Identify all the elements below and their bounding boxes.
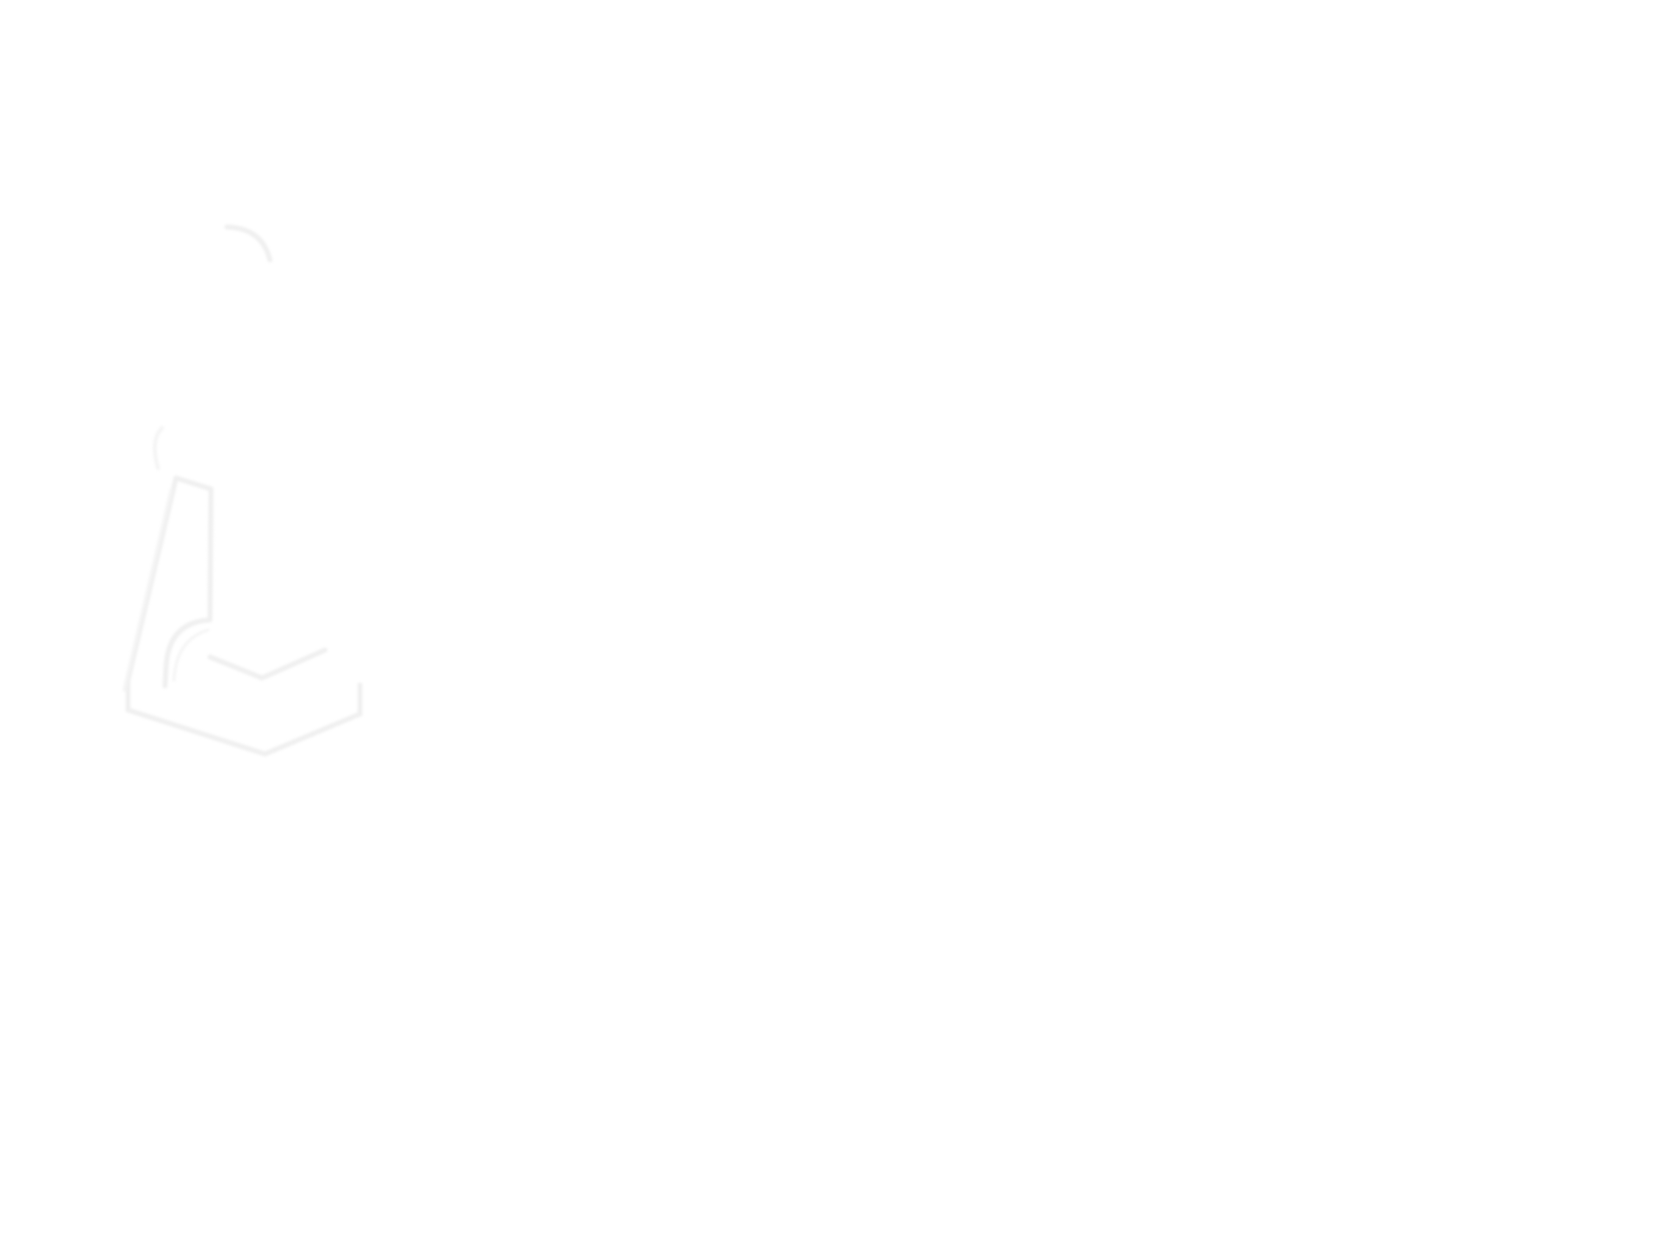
top-arc-fragment: [224, 224, 273, 263]
inner-outline: [122, 488, 210, 692]
outer-outline: [125, 475, 363, 757]
left-curl-fragment: [152, 426, 164, 470]
